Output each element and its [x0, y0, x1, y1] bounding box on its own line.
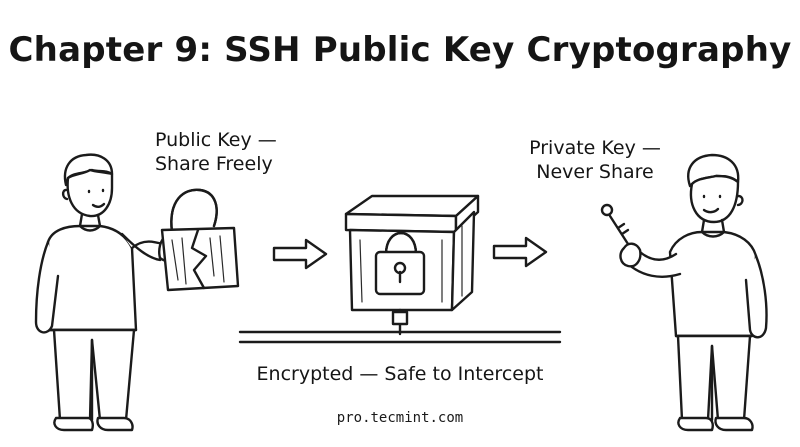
public-key-label-line1: Public Key —: [155, 129, 277, 151]
diagram-title: Chapter 9: SSH Public Key Cryptography: [8, 30, 792, 70]
right-person-icon: [619, 153, 768, 432]
arrow-right-icon: [492, 236, 548, 268]
private-key-label-line2: Never Share: [536, 161, 654, 183]
channel-line: [238, 330, 562, 344]
open-padlock-icon: [160, 188, 240, 292]
public-key-label: Public Key — Share Freely: [155, 128, 277, 176]
public-key-label-line2: Share Freely: [155, 153, 273, 175]
padlock-icon: [374, 231, 426, 296]
left-person-icon: [34, 153, 184, 432]
private-key-label-line1: Private Key —: [529, 137, 661, 159]
channel-caption: Encrypted — Safe to Intercept: [256, 363, 544, 385]
private-key-label: Private Key — Never Share: [510, 136, 680, 184]
arrow-right-icon: [272, 238, 328, 270]
footer-url: pro.tecmint.com: [336, 410, 464, 426]
key-icon: [600, 203, 630, 246]
